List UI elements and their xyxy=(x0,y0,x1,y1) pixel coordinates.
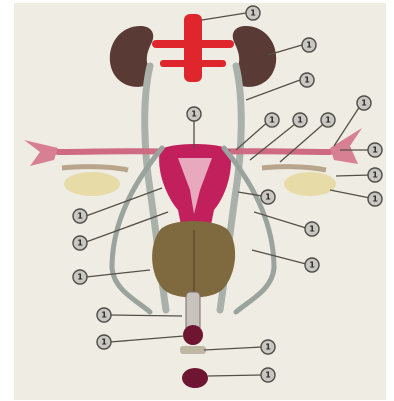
callout-marker: 1 xyxy=(302,38,316,52)
svg-text:1: 1 xyxy=(372,195,378,204)
callout-marker: 1 xyxy=(321,113,335,127)
svg-text:1: 1 xyxy=(297,116,303,125)
svg-text:1: 1 xyxy=(265,193,271,202)
callout-marker: 1 xyxy=(368,168,382,182)
callout-marker: 1 xyxy=(73,236,87,250)
svg-text:1: 1 xyxy=(250,9,256,18)
callout-marker: 1 xyxy=(246,6,260,20)
upper-bulb xyxy=(183,325,203,345)
callout-marker: 1 xyxy=(261,340,275,354)
callout-marker: 1 xyxy=(73,270,87,284)
callout-marker: 1 xyxy=(305,222,319,236)
callout-marker: 1 xyxy=(293,113,307,127)
clamp xyxy=(180,346,206,354)
svg-text:1: 1 xyxy=(306,41,312,50)
right-ovary xyxy=(284,172,336,196)
svg-text:1: 1 xyxy=(101,338,107,347)
svg-text:1: 1 xyxy=(361,99,367,108)
callout-marker: 1 xyxy=(261,190,275,204)
callout-marker: 1 xyxy=(261,368,275,382)
svg-text:1: 1 xyxy=(77,239,83,248)
svg-text:1: 1 xyxy=(325,116,331,125)
left-ovary xyxy=(64,172,120,196)
callout-marker: 1 xyxy=(97,335,111,349)
callout-marker: 1 xyxy=(187,107,201,121)
svg-text:1: 1 xyxy=(269,116,275,125)
callout-marker: 1 xyxy=(300,73,314,87)
callout-marker: 1 xyxy=(73,209,87,223)
svg-text:1: 1 xyxy=(304,76,310,85)
callout-marker: 1 xyxy=(305,258,319,272)
svg-text:1: 1 xyxy=(372,171,378,180)
svg-text:1: 1 xyxy=(372,146,378,155)
svg-text:1: 1 xyxy=(101,311,107,320)
callout-marker: 1 xyxy=(97,308,111,322)
svg-text:1: 1 xyxy=(265,371,271,380)
svg-text:1: 1 xyxy=(309,261,315,270)
callout-marker: 1 xyxy=(368,192,382,206)
callout-marker: 1 xyxy=(368,143,382,157)
svg-text:1: 1 xyxy=(191,110,197,119)
svg-text:1: 1 xyxy=(265,343,271,352)
svg-text:1: 1 xyxy=(309,225,315,234)
lower-bulb xyxy=(182,368,208,388)
svg-text:1: 1 xyxy=(77,212,83,221)
callout-marker: 1 xyxy=(265,113,279,127)
callout-marker: 1 xyxy=(357,96,371,110)
svg-text:1: 1 xyxy=(77,273,83,282)
